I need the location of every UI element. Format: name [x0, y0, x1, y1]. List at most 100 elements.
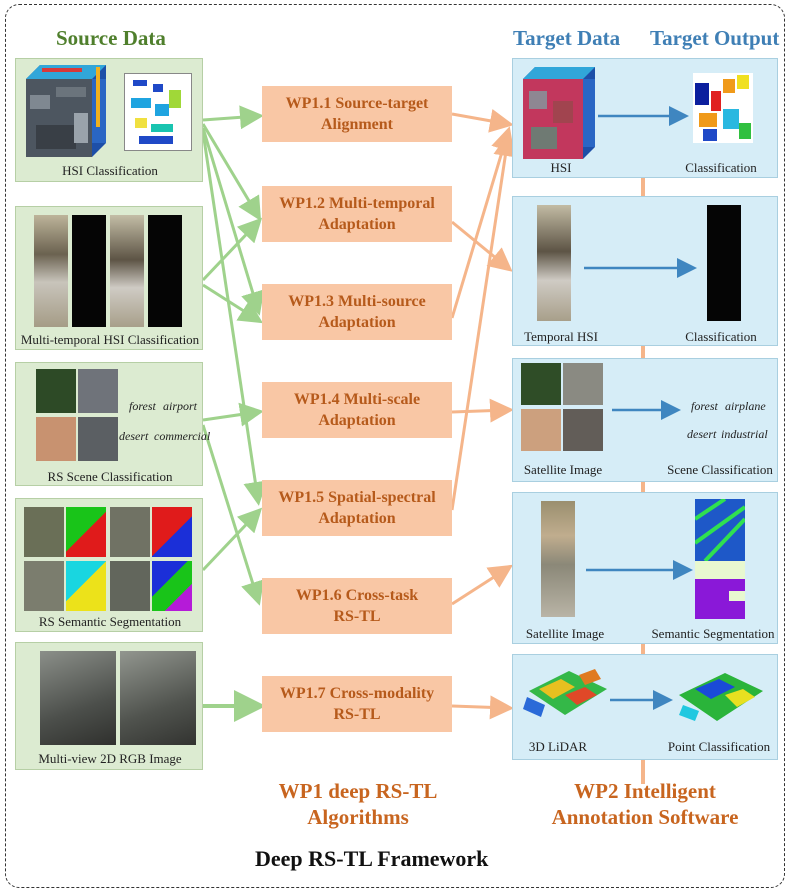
seg-label-2: [152, 507, 192, 557]
scene-commercial-image: [78, 417, 118, 461]
wp-1-6-title: WP1.6 Cross-task: [295, 587, 419, 604]
seg-image-4: [110, 561, 150, 611]
multiview-image-2: [120, 651, 196, 745]
target-panel-segmentation: Satellite Image Semantic Segmentation: [512, 492, 778, 644]
target-output-caption-hsi: Classification: [685, 160, 757, 175]
scene-desert-image: [36, 417, 76, 461]
wp1-title-line1: WP1 deep RS-TL: [278, 779, 438, 803]
target-output-caption-segmentation: Semantic Segmentation: [651, 626, 775, 641]
wp-1-4-title: WP1.4 Multi-scale: [293, 391, 421, 408]
target-forest-image: [521, 363, 561, 405]
target-data-caption-segmentation: Satellite Image: [525, 626, 605, 641]
target-data-caption-scene: Satellite Image: [523, 462, 603, 477]
source-panel-scene: forest airport desert commercial RS Scen…: [15, 362, 210, 486]
wp-1-1-title: WP1.1 Source-target: [285, 95, 429, 112]
target-temporal-image: [537, 205, 571, 321]
source-caption-multitemporal: Multi-temporal HSI Classification: [20, 332, 200, 347]
target-point-classification: [673, 665, 765, 727]
target-desert-image: [521, 409, 561, 451]
source-caption-hsi: HSI Classification: [62, 163, 158, 178]
seg-image-1: [24, 507, 64, 557]
target-label-airplane: airplane: [725, 399, 766, 413]
target-panel-temporal: Temporal HSI Classification: [512, 196, 778, 346]
seg-label-1: [66, 507, 106, 557]
temporal-image-1: [34, 215, 68, 327]
change-map-1: [72, 215, 106, 327]
multiview-image-1: [40, 651, 116, 745]
wp-1-2-subtitle: Adaptation: [318, 216, 396, 233]
wp-1-7-subtitle: RS-TL: [333, 706, 381, 723]
target-hsi-cube: [523, 67, 595, 159]
source-panel-multiview: Multi-view 2D RGB Image: [15, 642, 203, 770]
source-caption-scene: RS Scene Classification: [47, 469, 173, 484]
wp-1-4-subtitle: Adaptation: [318, 412, 396, 429]
target-output-caption-scene: Scene Classification: [667, 462, 773, 477]
wp2-title-line2: Annotation Software: [551, 805, 739, 829]
target-panel-hsi: HSI Classification: [512, 58, 778, 178]
wp-1-5-title: WP1.5 Spatial-spectral: [278, 489, 436, 506]
change-map-2: [148, 215, 182, 327]
framework-title: Deep RS-TL Framework: [255, 846, 489, 871]
source-to-wp-arrows: [201, 105, 268, 722]
target-label-desert: desert: [687, 427, 717, 441]
scene-label-forest: forest: [129, 399, 156, 413]
seg-image-3: [24, 561, 64, 611]
target-output-header: Target Output: [650, 26, 780, 50]
wp1-title-line2: Algorithms: [307, 805, 409, 829]
target-output-caption-lidar: Point Classification: [667, 739, 771, 754]
source-panel-segmentation: RS Semantic Segmentation: [15, 498, 203, 632]
target-output-caption-temporal: Classification: [685, 329, 757, 344]
target-hsi-classmap: [693, 73, 753, 143]
hsi-cube-image: [26, 65, 106, 157]
target-data-caption-temporal: Temporal HSI: [524, 329, 598, 344]
wp-1-7-title: WP1.7 Cross-modality: [279, 685, 435, 702]
wp2-title-line1: WP2 Intelligent: [574, 779, 716, 803]
target-data-caption-hsi: HSI: [550, 160, 572, 175]
target-lidar-pointcloud: [519, 661, 609, 723]
target-label-industrial: industrial: [721, 427, 768, 441]
source-panel-hsi: HSI Classification: [15, 58, 203, 182]
wp-to-target-arrows: [450, 109, 518, 720]
hsi-ground-truth-map: [124, 73, 192, 151]
wp-1-6-subtitle: RS-TL: [333, 608, 381, 625]
wp-1-3-title: WP1.3 Multi-source: [288, 293, 426, 310]
dashed-frame: [5, 4, 785, 888]
target-satellite-strip: [541, 501, 575, 617]
target-industrial-image: [563, 409, 603, 451]
target-data-header: Target Data: [513, 26, 621, 50]
scene-airport-image: [78, 369, 118, 413]
wp1-title: WP1 deep RS-TL Algorithms: [258, 778, 458, 830]
seg-label-4: [152, 561, 192, 611]
scene-label-commercial: commercial: [154, 429, 211, 443]
source-caption-segmentation: RS Semantic Segmentation: [38, 614, 182, 629]
target-panel-lidar: 3D LiDAR Point Classification: [512, 654, 778, 760]
source-data-header: Source Data: [56, 26, 166, 50]
wp-1-2-title: WP1.2 Multi-temporal: [279, 195, 435, 212]
target-data-caption-lidar: 3D LiDAR: [528, 739, 588, 754]
target-panel-scene: forest airplane desert industrial Satell…: [512, 358, 778, 482]
wp-1-1-subtitle: Alignment: [321, 116, 393, 133]
scene-label-desert: desert: [119, 429, 149, 443]
wp-1-5-subtitle: Adaptation: [318, 510, 396, 527]
scene-forest-image: [36, 369, 76, 413]
target-airplane-image: [563, 363, 603, 405]
wp-1-3-subtitle: Adaptation: [318, 314, 396, 331]
source-caption-multiview: Multi-view 2D RGB Image: [38, 751, 182, 766]
seg-image-2: [110, 507, 150, 557]
target-temporal-classmap: [707, 205, 741, 321]
seg-label-3: [66, 561, 106, 611]
target-segmentation-map: [695, 499, 745, 619]
wp2-title: WP2 Intelligent Annotation Software: [540, 778, 750, 830]
source-panel-multitemporal: Multi-temporal HSI Classification: [15, 206, 203, 350]
scene-label-airport: airport: [163, 399, 198, 413]
target-label-forest: forest: [691, 399, 718, 413]
temporal-image-2: [110, 215, 144, 327]
